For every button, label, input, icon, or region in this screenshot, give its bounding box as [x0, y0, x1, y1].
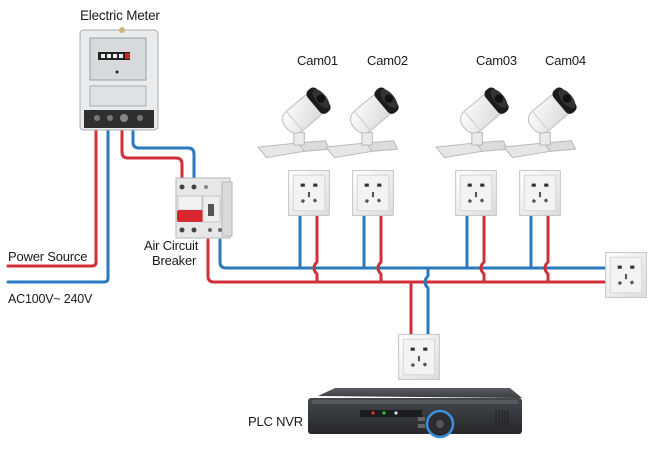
power-source-label: Power Source — [8, 249, 88, 264]
socket-cam04 — [519, 170, 561, 216]
neutral-wire-source — [6, 126, 110, 284]
live-bus — [206, 238, 607, 284]
plc-nvr-device — [308, 388, 522, 439]
camera-cam04 — [503, 83, 581, 159]
breaker-label-line2: Breaker — [152, 253, 197, 268]
camera-cam02 — [325, 83, 403, 159]
socket-cam03 — [455, 170, 497, 216]
cam04-label: Cam04 — [545, 53, 586, 68]
air-circuit-breaker — [175, 177, 233, 239]
camera-cam01 — [257, 83, 335, 159]
nvr-neutral-drop — [423, 266, 430, 338]
breaker-label-line1: Air Circuit — [144, 238, 199, 253]
electric-meter — [79, 27, 159, 131]
drops-cam02 — [362, 212, 383, 284]
voltage-label: AC100V~ 240V — [8, 292, 93, 306]
live-wire-source — [6, 126, 98, 268]
nvr-label: PLC NVR — [248, 414, 303, 429]
cam01-label: Cam01 — [297, 53, 338, 68]
cam03-label: Cam03 — [476, 53, 517, 68]
neutral-bus — [218, 238, 607, 270]
socket-extra — [605, 252, 647, 298]
drops-cam03 — [465, 212, 486, 284]
socket-nvr — [398, 334, 440, 380]
socket-cam02 — [352, 170, 394, 216]
drops-cam04 — [529, 212, 550, 284]
drops-cam01 — [298, 212, 319, 284]
cam02-label: Cam02 — [367, 53, 408, 68]
electric-meter-label: Electric Meter — [80, 8, 160, 23]
socket-cam01 — [288, 170, 330, 216]
neutral-wire-meter-breaker — [131, 126, 196, 182]
camera-cam03 — [435, 83, 513, 159]
live-wire-meter-breaker — [120, 126, 184, 182]
